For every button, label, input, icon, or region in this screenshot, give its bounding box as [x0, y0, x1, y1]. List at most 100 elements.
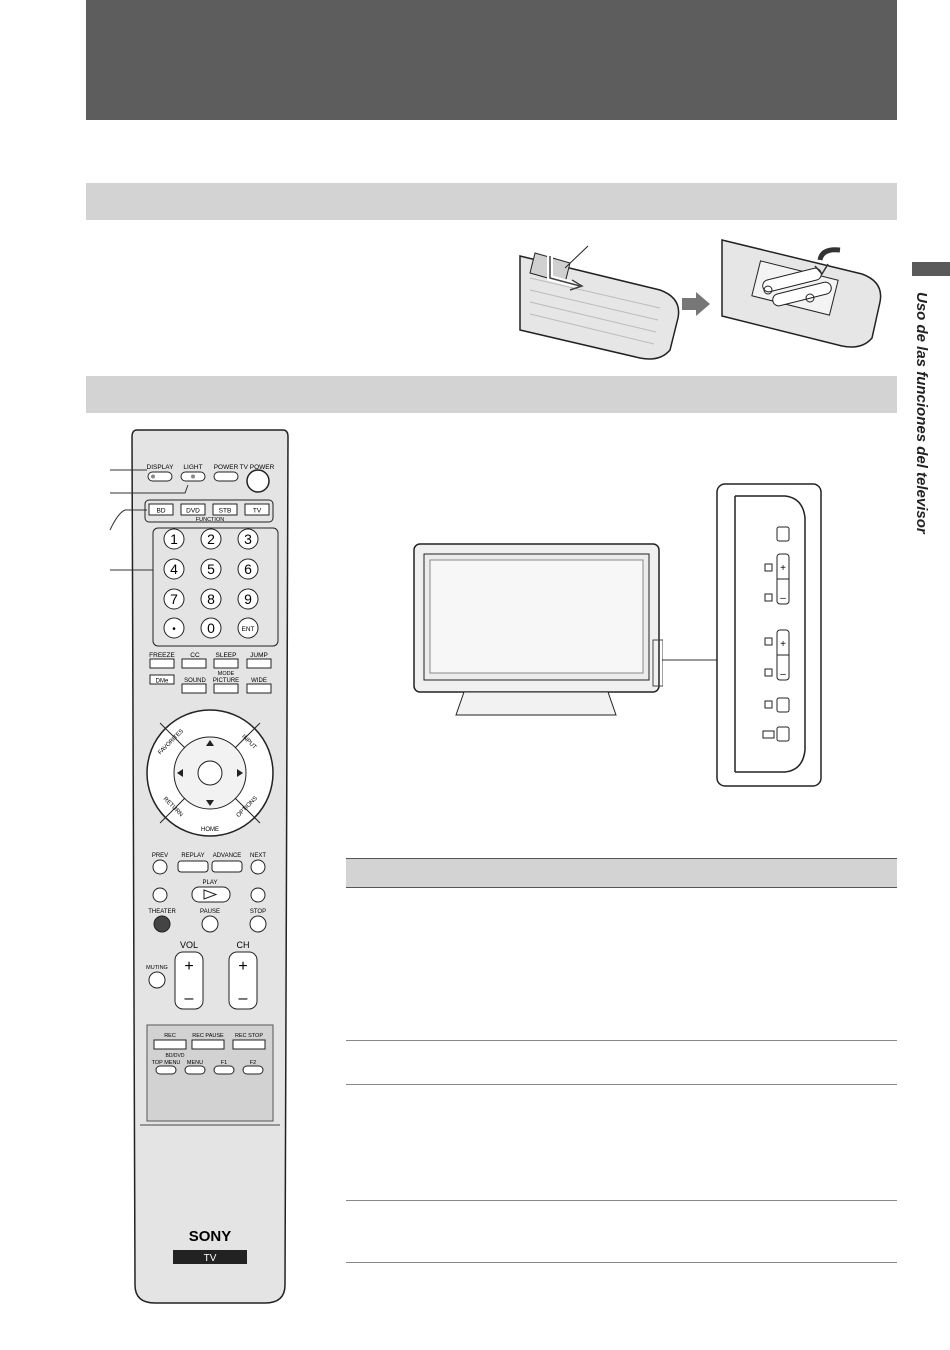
rec-pause-label: REC PAUSE: [192, 1033, 224, 1039]
vol-plus-icon: +: [184, 958, 193, 975]
vol-icon: [764, 637, 773, 646]
dot-button: [163, 617, 185, 639]
vol-rocker: [174, 951, 204, 1010]
home-label: HOME: [201, 827, 219, 833]
cc-button: [181, 658, 207, 669]
digit-4-button: [163, 558, 185, 580]
ch-label: CH: [237, 940, 250, 950]
arrow-icon: [682, 292, 710, 316]
enter-button: [197, 760, 223, 786]
next-button: [250, 859, 266, 875]
ch-icon: [764, 563, 773, 572]
callout-line: [662, 659, 718, 661]
dvd-label: DVD: [186, 508, 200, 515]
side-tab-label: Uso de las funciones del televisor: [913, 292, 930, 534]
stop-button: [249, 915, 267, 933]
digit-7-button: [163, 588, 185, 610]
svg-text:6: 6: [244, 561, 252, 577]
table-header: [346, 858, 897, 888]
rewind-button: [152, 887, 168, 903]
battery-insertion-illustration: [519, 239, 882, 360]
menu-button: [184, 1065, 206, 1075]
ch-plus-icon: +: [238, 958, 247, 975]
play-label: PLAY: [203, 880, 218, 886]
dvd-button: [180, 503, 206, 516]
tv-side-panel-illustration: + – + –: [716, 483, 822, 787]
ch-icon: [764, 593, 773, 602]
play-icon: [203, 889, 218, 900]
jump-button: [246, 658, 272, 669]
freeze-button: [149, 658, 175, 669]
picture-label: PICTURE: [213, 678, 239, 684]
play-button: [191, 886, 231, 903]
digit-6-button: [237, 558, 259, 580]
sony-logo: SONY: [189, 1228, 232, 1245]
advance-button: [211, 860, 243, 873]
forward-button: [250, 887, 266, 903]
digit-8-button: [200, 588, 222, 610]
light-label: LIGHT: [183, 464, 202, 471]
replay-label: REPLAY: [181, 853, 204, 859]
sleep-label: SLEEP: [216, 652, 237, 659]
minus-icon: –: [780, 593, 786, 604]
digit-3-button: [237, 528, 259, 550]
remote-back-cover-illustration: [519, 245, 680, 360]
top-menu-button: [155, 1065, 177, 1075]
menu-label: MENU: [187, 1060, 203, 1066]
ch-rocker: [228, 951, 258, 1010]
table-rule: [346, 1084, 897, 1085]
bd-dvd-label: BD/DVD: [166, 1053, 185, 1059]
tv-badge: [173, 1250, 247, 1264]
rec-stop-button: [232, 1039, 266, 1050]
digit-5-button: [200, 558, 222, 580]
tv-front-illustration: [413, 543, 663, 716]
power-button: [213, 471, 239, 482]
ent-button: [237, 617, 259, 639]
svg-text:0: 0: [207, 620, 215, 636]
digit-0-button: [200, 617, 222, 639]
side-tab-marker: [912, 262, 950, 276]
function-label: FUNCTION: [196, 517, 224, 523]
chapter-title-bar: [86, 0, 897, 120]
vol-label: VOL: [180, 940, 198, 950]
sound-button: [181, 683, 207, 694]
left-arrow-icon: [177, 769, 183, 777]
down-arrow-icon: [206, 800, 214, 806]
sleep-button: [213, 658, 239, 669]
up-arrow-icon: [206, 740, 214, 746]
freeze-label: FREEZE: [149, 652, 175, 659]
plus-icon: +: [780, 639, 786, 650]
input-icon: [764, 700, 773, 709]
remote-control-illustration: DISPLAY LIGHT POWER TV POWER BD DVD STB …: [109, 429, 289, 1304]
sound-label: SOUND: [184, 678, 206, 684]
digit-2-button: [200, 528, 222, 550]
f2-button: [242, 1065, 264, 1075]
table-rule: [346, 1040, 897, 1041]
light-indicator-icon: [151, 474, 155, 479]
svg-text:9: 9: [244, 591, 252, 607]
power-label: POWER: [214, 464, 239, 471]
stop-label: STOP: [250, 909, 266, 915]
replay-button: [177, 860, 209, 873]
pause-button: [201, 915, 219, 933]
next-label: NEXT: [250, 853, 266, 859]
prev-button: [152, 859, 168, 875]
vol-icon: [764, 668, 773, 677]
display-button: [147, 471, 173, 482]
side-home-button: [776, 726, 790, 742]
wide-button: [246, 683, 272, 694]
stb-label: STB: [219, 508, 232, 515]
f2-label: F2: [250, 1060, 256, 1066]
tv-label: TV: [253, 508, 262, 515]
svg-text:2: 2: [207, 531, 215, 547]
cc-label: CC: [190, 652, 200, 659]
vol-minus-icon: –: [185, 990, 194, 1007]
svg-text:8: 8: [207, 591, 215, 607]
dme-button: [149, 674, 175, 685]
tv-badge-label: TV: [204, 1253, 217, 1264]
svg-text:4: 4: [170, 561, 178, 577]
plus-icon: +: [780, 563, 786, 574]
f1-label: F1: [221, 1060, 227, 1066]
rec-label: REC: [164, 1033, 176, 1039]
bd-button: [148, 503, 174, 516]
